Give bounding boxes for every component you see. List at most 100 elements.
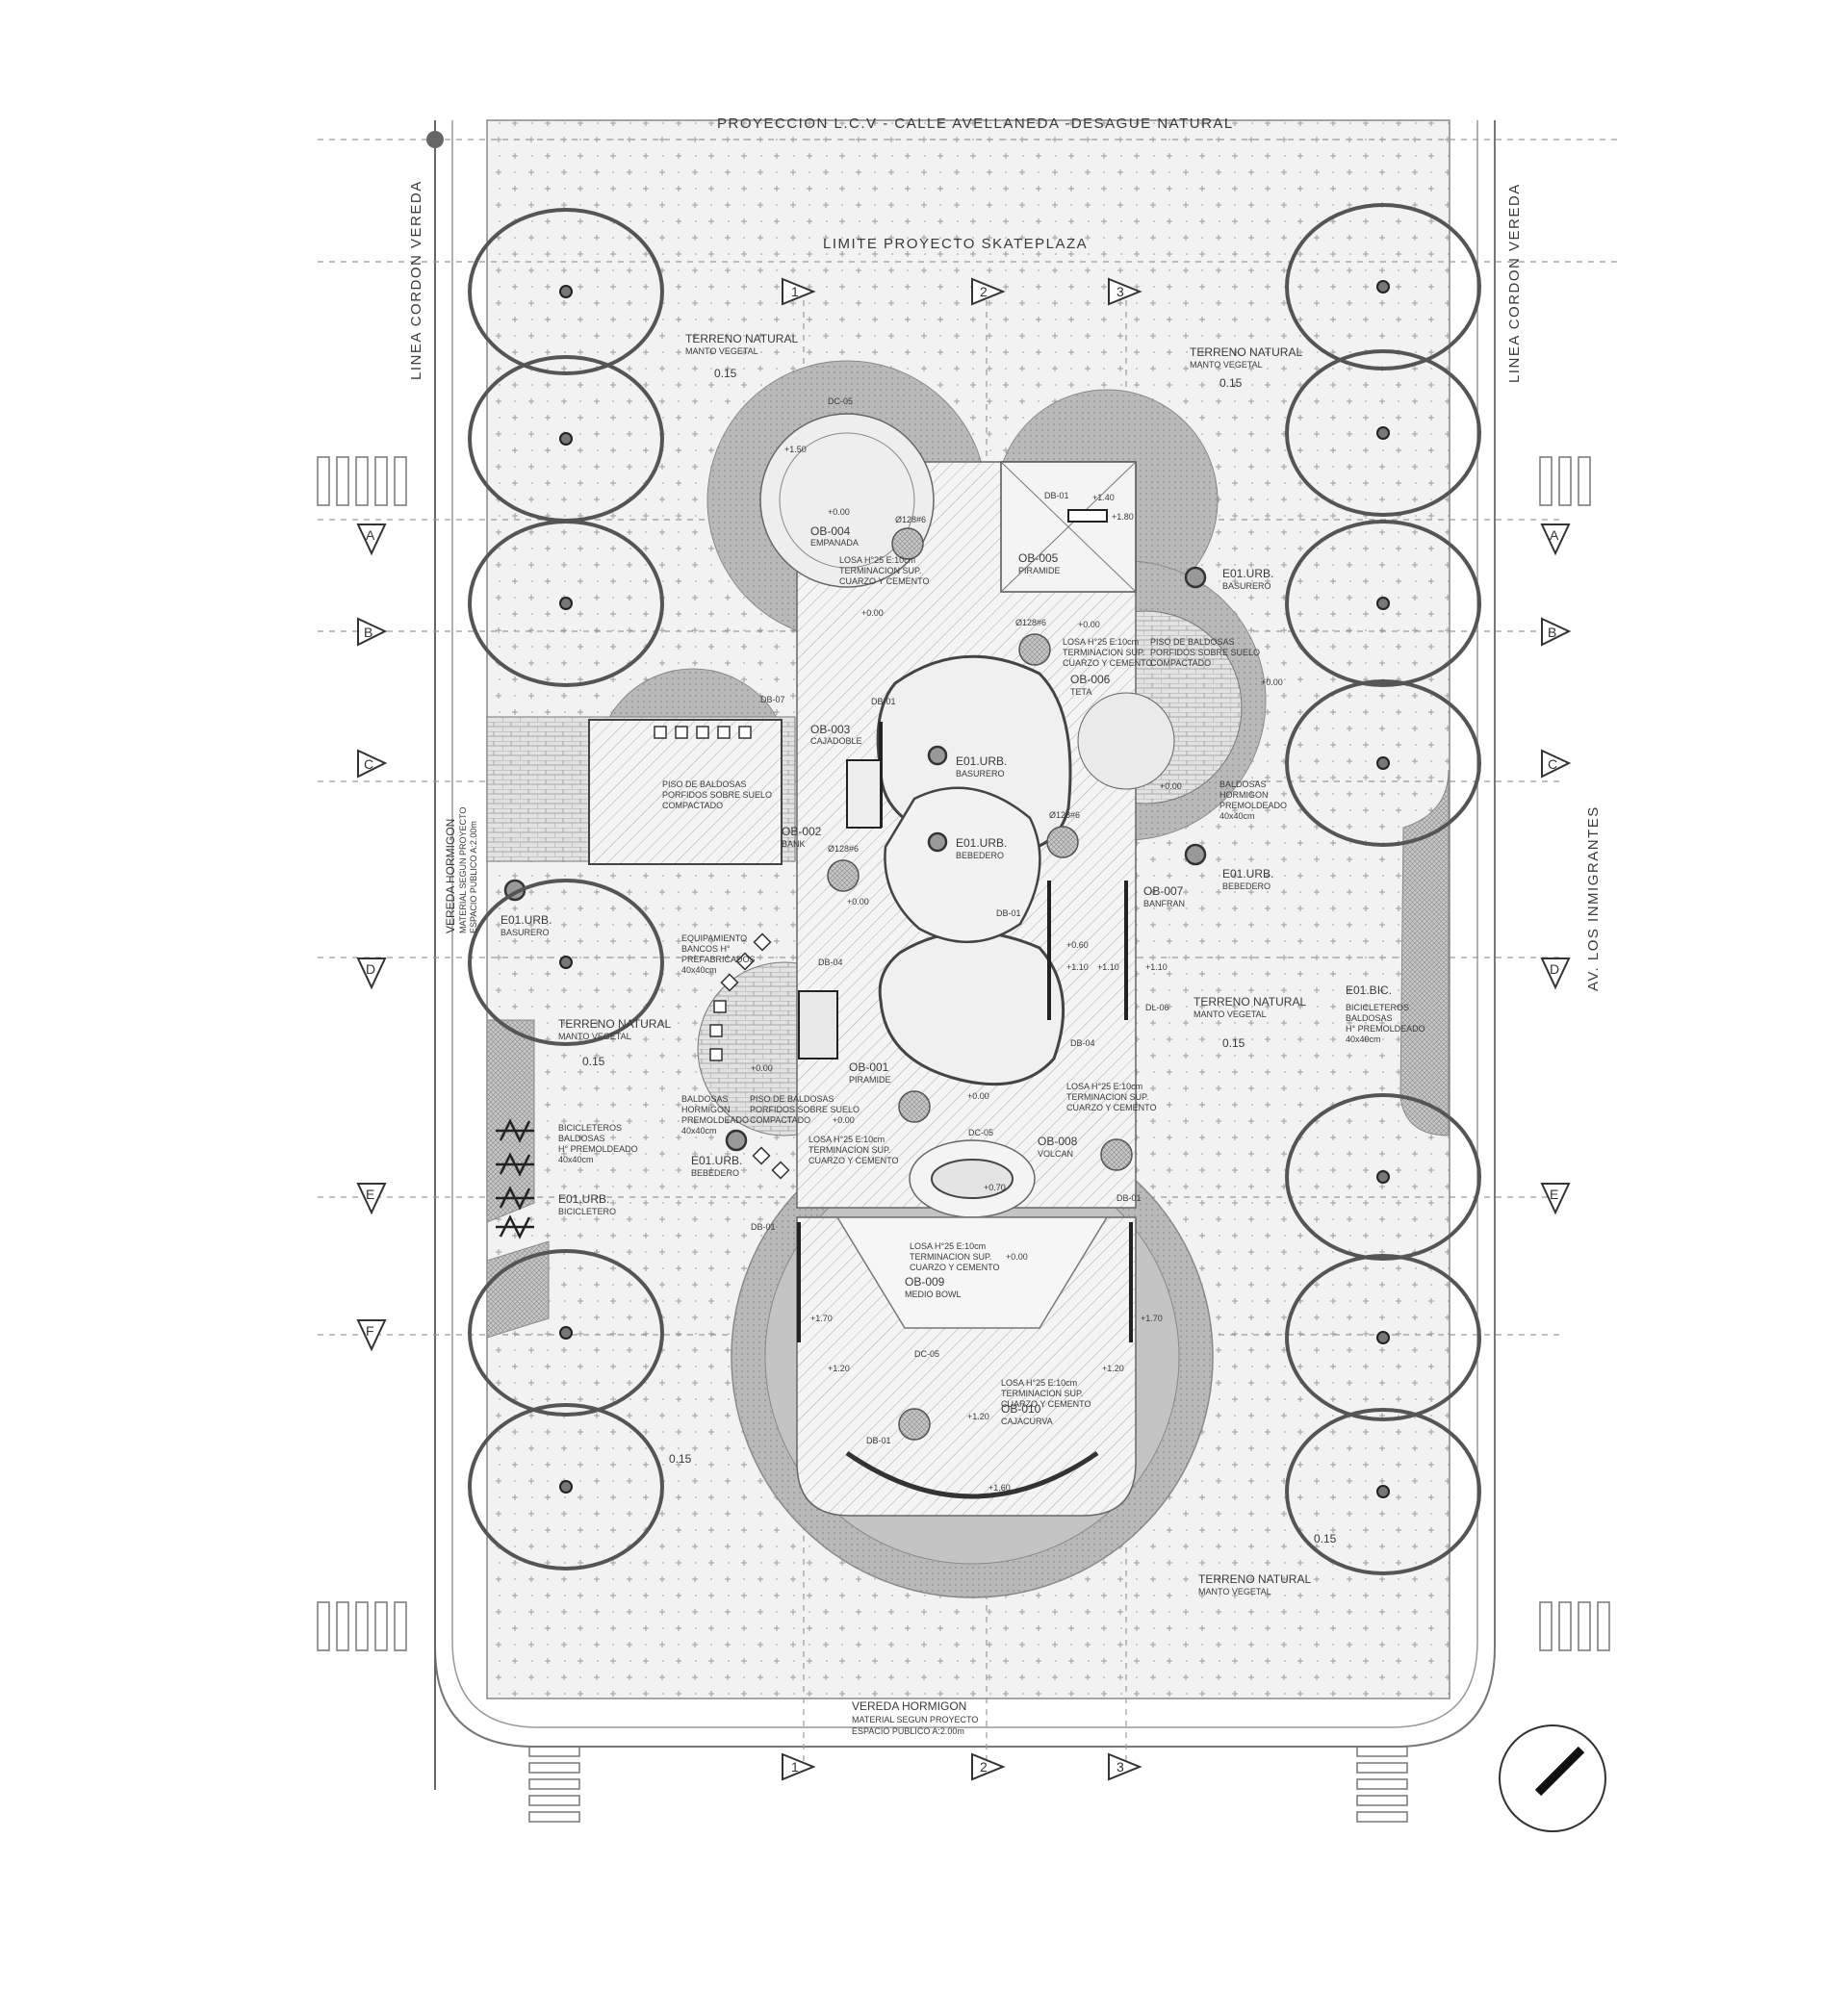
losa-material: CUARZO Y CEMENTO: [910, 1263, 1000, 1272]
terreno-label: TERRENO NATURAL: [558, 1017, 671, 1031]
baldosas-label: BALDOSAS: [1219, 779, 1267, 789]
terrain-labels: TERRENO NATURAL MANTO VEGETAL TERRENO NA…: [558, 332, 1337, 1596]
sidewalk-labels: VEREDA HORMIGON MATERIAL SEGUN PROYECTO …: [444, 807, 978, 1736]
tree-canopy-icon: [1285, 1093, 1481, 1261]
db01-label: DB-01: [871, 697, 896, 706]
e01-label: E01.URB.: [1222, 567, 1273, 580]
bici-material: BALDOSAS: [558, 1134, 605, 1143]
losa-label: LOSA H°25 E:10cm: [808, 1135, 885, 1144]
linea-left-title: LINEA CORDON VEREDA: [408, 180, 424, 380]
baldosas-size: 40x40cm: [1219, 811, 1255, 821]
basurero-label: BASURERO: [500, 928, 550, 937]
bike-racks: [496, 1118, 534, 1239]
basurero-label: BASURERO: [1222, 581, 1271, 591]
axis-2-bottom: 2: [980, 1759, 988, 1775]
tree-trunk: [559, 1326, 573, 1340]
level-tag: +0.00: [1261, 677, 1283, 687]
axis-D-right: D: [1550, 961, 1559, 977]
losa-finish: TERMINACION SUP.: [839, 566, 921, 575]
top-projection-title: PROYECCION L.C.V - CALLE AVELLANEDA -DES…: [717, 115, 1234, 132]
cajadoble-label: CAJADOBLE: [810, 736, 862, 746]
basurero-label: BASURERO: [956, 769, 1005, 779]
diameter-label: Ø128#6: [828, 844, 859, 854]
avenue-title: AV. LOS INMIGRANTES: [1585, 805, 1602, 991]
e01-label: E01.URB.: [1222, 867, 1273, 881]
tree-trunk: [559, 956, 573, 969]
ob009-label: OB-009: [905, 1275, 945, 1289]
axis-C-left: C: [364, 756, 373, 772]
level-markers: +1.50 +0.00 +0.00 +1.40 +1.80 +0.00 +0.0…: [751, 445, 1283, 1493]
diameter-label: Ø128#6: [1049, 810, 1080, 820]
piso-label: PISO DE BALDOSAS: [1150, 637, 1235, 647]
db01-label: DB-01: [996, 908, 1021, 918]
equipamiento-type: PREFABRICADOS: [681, 955, 756, 964]
baldosas-label: BALDOSAS: [681, 1094, 729, 1104]
bebedero-label: BEBEDERO: [691, 1168, 739, 1178]
bici-type: H° PREMOLDEADO: [1346, 1024, 1425, 1034]
axis-B-left: B: [364, 625, 372, 640]
tree-canopy-icon: [1285, 1408, 1481, 1575]
level-tag: +1.20: [1102, 1364, 1124, 1373]
axis-3-bottom: 3: [1116, 1759, 1124, 1775]
ob010-label: OB-010: [1001, 1402, 1041, 1416]
equipamiento-size: 40x40cm: [681, 965, 717, 975]
level-label: 0.15: [669, 1452, 692, 1466]
tree-canopy-icon: [1285, 679, 1481, 847]
bebedero-label: BEBEDERO: [1222, 881, 1270, 891]
dl06-label: DL-06: [1145, 1003, 1169, 1012]
tree-canopy-icon: [1285, 203, 1481, 370]
bici-size: 40x40cm: [558, 1155, 594, 1164]
tree-trunk: [559, 432, 573, 446]
vereda-space-label: ESPACIO PUBLICO A:2.00m: [852, 1726, 964, 1736]
manto-label: MANTO VEGETAL: [558, 1032, 631, 1041]
diameter-label: Ø128#6: [1015, 618, 1046, 627]
fixtures: [503, 566, 1207, 1152]
axis-F-left: F: [366, 1323, 374, 1339]
level-tag: +1.20: [828, 1364, 850, 1373]
vereda-left-label: VEREDA HORMIGON: [444, 819, 457, 933]
level-tag: +1.10: [1066, 962, 1089, 972]
axis-markers: 1 2 3 1 2 3 A A B B C C D D E E F: [356, 277, 1572, 1781]
level-tag: +0.00: [967, 1091, 989, 1101]
level-tag: +1.20: [967, 1412, 989, 1421]
level-label: 0.15: [1314, 1532, 1337, 1545]
tree-trunk: [559, 285, 573, 298]
skate-slab: [759, 413, 1175, 1517]
tree-canopy-icon: [468, 1403, 664, 1571]
level-tag: +0.00: [861, 608, 884, 618]
axis-1-top: 1: [791, 284, 799, 299]
axis-2-top: 2: [980, 284, 988, 299]
piso-label: PISO DE BALDOSAS: [662, 779, 747, 789]
ob004-label: OB-004: [810, 524, 851, 538]
bici-label: BICICLETEROS: [1346, 1003, 1409, 1012]
piso-material: PORFIDOS SOBRE SUELO: [750, 1105, 860, 1114]
tree-canopy-icon: [1285, 520, 1481, 687]
piso-material: PORFIDOS SOBRE SUELO: [662, 790, 772, 800]
level-tag: +0.00: [833, 1115, 855, 1125]
ob007-label: OB-007: [1143, 884, 1184, 898]
baldosas-material: HORMIGON: [681, 1105, 731, 1114]
losa-material: CUARZO Y CEMENTO: [1001, 1399, 1091, 1409]
bici-type: H° PREMOLDEADO: [558, 1144, 638, 1154]
manto-label: MANTO VEGETAL: [1190, 360, 1263, 370]
piso-label: PISO DE BALDOSAS: [750, 1094, 834, 1104]
e01-label: E01.URB.: [691, 1154, 742, 1167]
db04-label: DB-04: [1070, 1038, 1095, 1048]
tree-trunk: [559, 597, 573, 610]
tree-canopy-icon: [468, 520, 664, 687]
manto-label: MANTO VEGETAL: [685, 346, 758, 356]
losa-material: CUARZO Y CEMENTO: [839, 576, 930, 586]
terreno-label: TERRENO NATURAL: [1194, 995, 1306, 1009]
vereda-left-space: ESPACIO PUBLICO A:2.00m: [469, 821, 478, 933]
level-tag: +1.80: [1112, 512, 1134, 522]
losa-label: LOSA H°25 E:10cm: [1001, 1378, 1077, 1388]
axis-E-right: E: [1550, 1187, 1558, 1202]
losa-finish: TERMINACION SUP.: [910, 1252, 991, 1262]
medio-bowl-label: MEDIO BOWL: [905, 1290, 962, 1299]
level-tag: +0.00: [1006, 1252, 1028, 1262]
db01-label: DB-01: [751, 1222, 776, 1232]
piramide-label: PIRAMIDE: [1018, 566, 1061, 575]
tree-canopy-icon: [1285, 1254, 1481, 1421]
tree-canopy-icon: [468, 879, 664, 1046]
